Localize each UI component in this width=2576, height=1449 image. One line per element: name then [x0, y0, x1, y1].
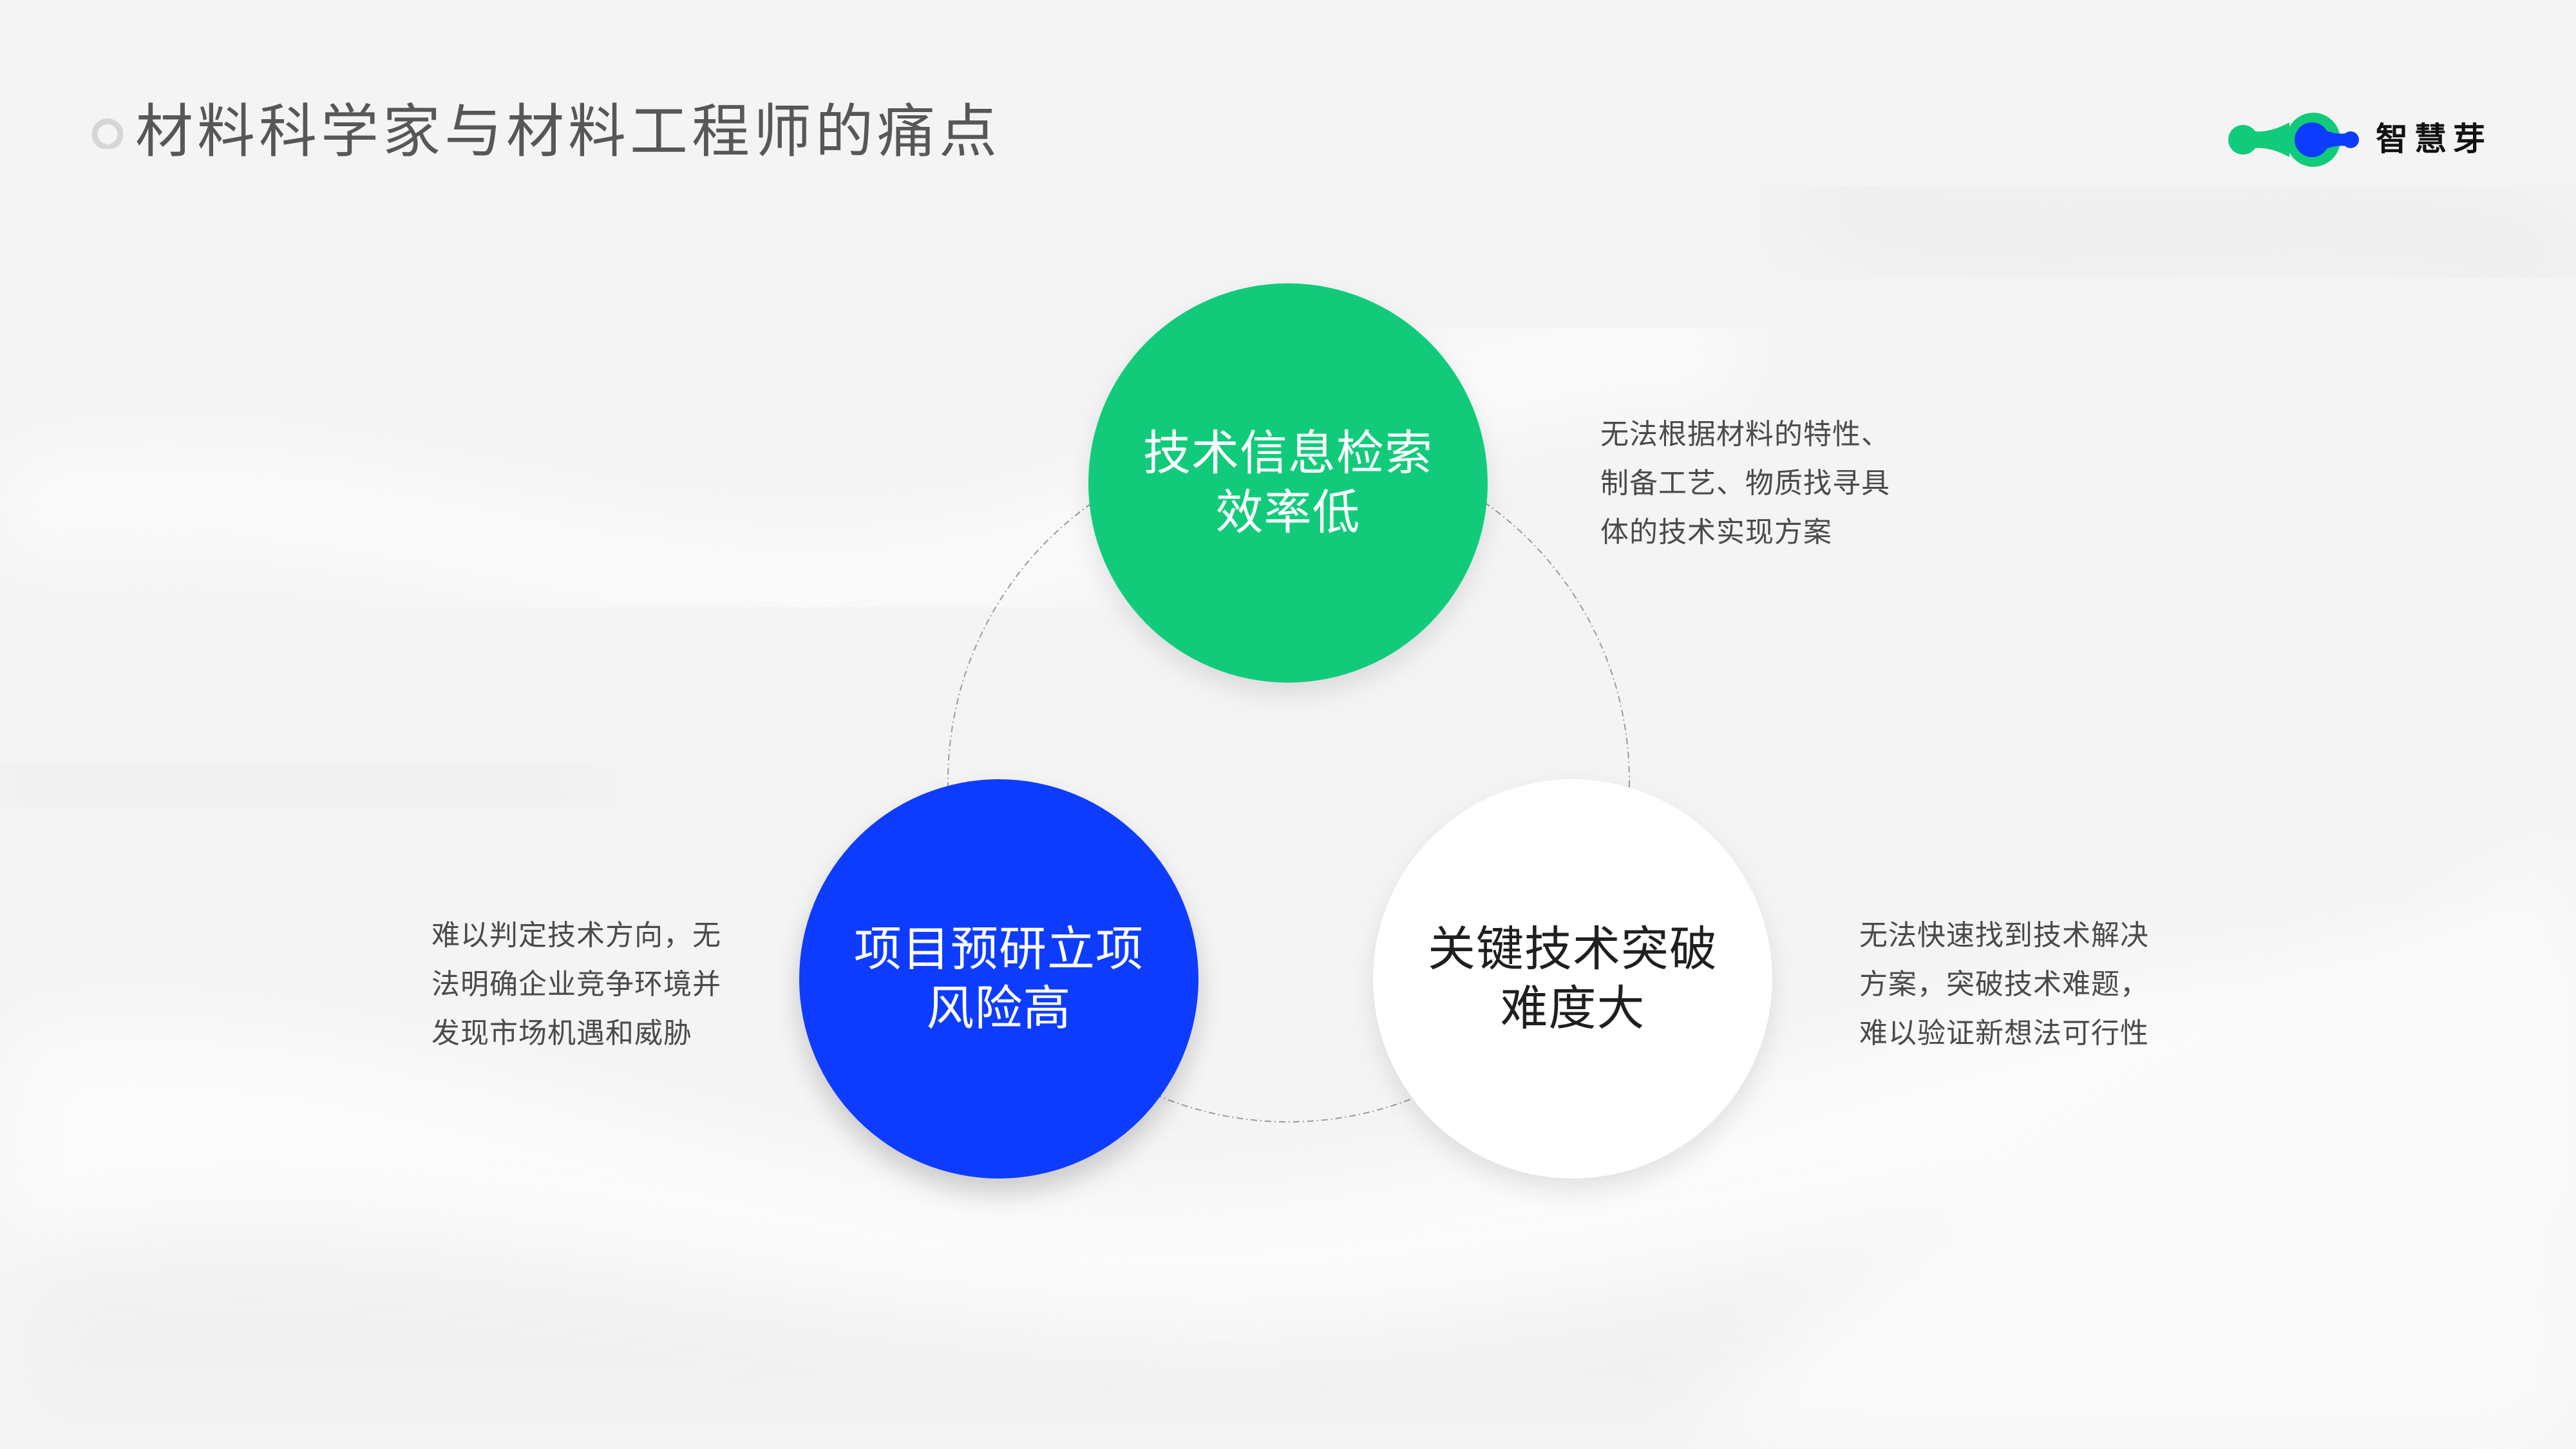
- molecule-logo-icon: [2228, 113, 2359, 167]
- description-project: 难以判定技术方向，无 法明确企业竞争环境并 发现市场机遇和威胁: [431, 911, 721, 1058]
- description-line: 法明确企业竞争环境并: [431, 968, 721, 1001]
- node-title-line: 难度大: [1500, 981, 1645, 1036]
- node-title-line: 风险高: [926, 981, 1072, 1036]
- node-title-line: 效率低: [1215, 485, 1361, 540]
- description-line: 无法根据材料的特性、: [1600, 418, 1890, 451]
- description-line: 难以验证新想法可行性: [1859, 1017, 2149, 1050]
- brand-logo: 智慧芽: [2225, 109, 2496, 171]
- description-line: 方案，突破技术难题，: [1859, 968, 2149, 1001]
- description-line: 无法快速找到技术解决: [1859, 919, 2149, 952]
- description-line: 难以判定技术方向，无: [431, 919, 721, 952]
- brand-name: 智慧芽: [2376, 120, 2492, 158]
- ring-icon: [92, 118, 123, 149]
- description-line: 体的技术实现方案: [1600, 516, 1832, 549]
- pain-point-node-project: 项目预研立项 风险高: [799, 779, 1198, 1179]
- description-breakthrough: 无法快速找到技术解决 方案，突破技术难题， 难以验证新想法可行性: [1859, 911, 2149, 1058]
- description-line: 发现市场机遇和威胁: [431, 1017, 692, 1050]
- page-title: 材料科学家与材料工程师的痛点: [135, 98, 1001, 166]
- pain-point-node-breakthrough: 关键技术突破 难度大: [1373, 779, 1772, 1179]
- node-title-line: 技术信息检索: [1143, 426, 1433, 481]
- description-line: 制备工艺、物质找寻具: [1600, 467, 1890, 500]
- node-title-line: 关键技术突破: [1428, 922, 1718, 977]
- description-search: 无法根据材料的特性、 制备工艺、物质找寻具 体的技术实现方案: [1600, 410, 1890, 557]
- pain-point-node-search: 技术信息检索 效率低: [1088, 283, 1488, 683]
- node-title-line: 项目预研立项: [854, 922, 1144, 977]
